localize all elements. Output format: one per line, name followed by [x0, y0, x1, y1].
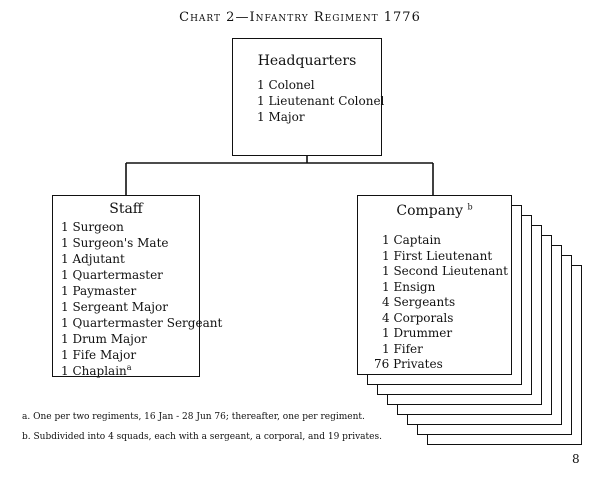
staff-item: 1 Surgeon	[61, 220, 124, 234]
staff-heading: Staff	[109, 201, 143, 217]
company-item: 1 Second Lieutenant	[382, 264, 508, 278]
footnote-a: a. One per two regiments, 16 Jan - 28 Ju…	[22, 412, 365, 422]
staff-item: 1 Quartermaster Sergeant	[61, 316, 223, 330]
chart-title: Chart 2—Infantry Regiment 1776	[179, 10, 421, 25]
headquarters-list: 1 Colonel 1 Lieutenant Colonel 1 Major	[257, 77, 385, 125]
headquarters-item: 1 Colonel	[257, 78, 315, 92]
footnote-b: b. Subdivided into 4 squads, each with a…	[22, 432, 382, 442]
company-item: 1 Fifer	[382, 341, 423, 356]
staff-item: 1 Adjutant	[61, 252, 125, 266]
footnote-mark-b: b	[467, 202, 473, 212]
company-item: 4 Corporals	[382, 310, 454, 325]
company-item: 76 Privates	[374, 357, 443, 371]
headquarters-item: 1 Lieutenant Colonel	[257, 94, 385, 108]
company-heading: Company	[396, 203, 464, 219]
staff-item-chaplain: 1 Chaplain	[61, 364, 127, 378]
company-item: 1 Drummer	[382, 326, 453, 340]
footnote-mark-a: a	[126, 363, 132, 372]
company-item: 4 Sergeants	[382, 295, 456, 309]
company-item: 1 Ensign	[382, 279, 436, 294]
staff-item: 1 Surgeon's Mate	[61, 236, 169, 250]
company-heading-row: Company b	[358, 203, 511, 219]
footnotes: a. One per two regiments, 16 Jan - 28 Ju…	[22, 407, 382, 447]
page-number: 8	[572, 452, 580, 466]
company-list: 1 Captain 1 First Lieutenant 1 Second Li…	[374, 233, 511, 373]
staff-item: 1 Drum Major	[61, 332, 147, 346]
staff-item: 1 Chaplaina	[61, 363, 199, 379]
staff-item: 1 Paymaster	[61, 284, 137, 298]
headquarters-item: 1 Major	[257, 110, 305, 124]
staff-item: 1 Sergeant Major	[61, 300, 168, 314]
staff-box: Staff 1 Surgeon 1 Surgeon's Mate 1 Adjut…	[52, 195, 223, 379]
company-box: Company b 1 Captain 1 First Lieutenant 1…	[357, 195, 512, 375]
company-item: 1 First Lieutenant	[382, 248, 493, 263]
staff-item: 1 Fife Major	[61, 348, 137, 362]
staff-item: 1 Quartermaster	[61, 268, 163, 282]
staff-list: 1 Surgeon 1 Surgeon's Mate 1 Adjutant 1 …	[61, 219, 223, 379]
headquarters-box: Headquarters 1 Colonel 1 Lieutenant Colo…	[232, 38, 385, 156]
company-item: 1 Captain	[382, 233, 442, 247]
headquarters-heading: Headquarters	[257, 53, 357, 69]
